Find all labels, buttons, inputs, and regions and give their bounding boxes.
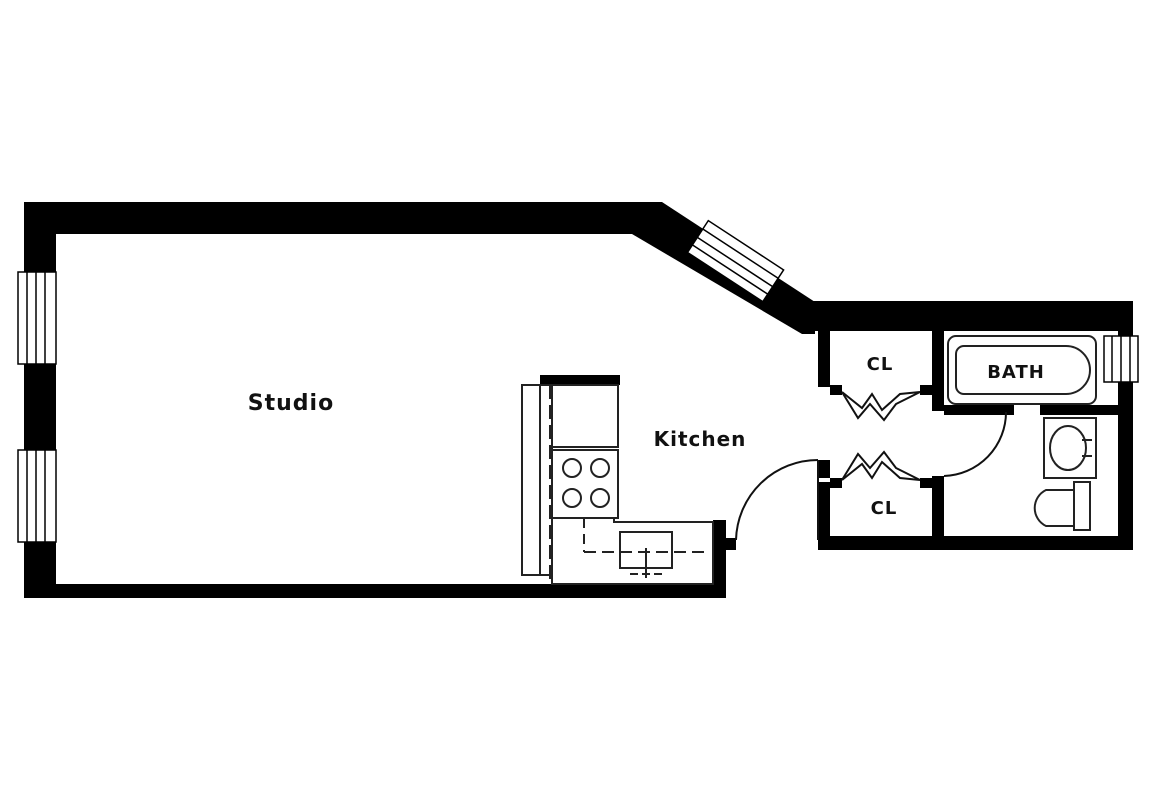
refrigerator: [551, 384, 619, 448]
burner-2: [590, 458, 610, 478]
door-closet-upper-bifold-2: [841, 391, 921, 422]
room-label-closet-lower: CL: [871, 498, 898, 519]
windows: [17, 219, 1139, 543]
kitchen-fixtures: [521, 384, 714, 585]
room-label-kitchen: Kitchen: [654, 427, 747, 451]
room-label-closet-upper: CL: [867, 354, 894, 375]
closet-lower-jamb-right: [920, 478, 934, 488]
door-entry-swing: [735, 459, 819, 541]
wall-hall-jamb: [818, 460, 830, 478]
closet-lower-jamb-left: [830, 478, 842, 488]
wall-top-left: [24, 202, 644, 234]
wall-bath-tub-bottom: [944, 405, 1014, 415]
door-bath-swing: [943, 411, 1007, 477]
bath-fixtures: [947, 335, 1097, 531]
closet-upper-jamb-right: [920, 385, 934, 395]
wall-bottom-right: [818, 536, 1133, 550]
wall-bath-tub-bottom-right: [1040, 405, 1118, 415]
wall-kitchen-top: [540, 375, 620, 385]
wall-kitchen-right: [713, 520, 726, 598]
wall-hall-lower: [818, 482, 830, 550]
bathtub-inner: [955, 345, 1091, 395]
wall-bottom-left: [24, 584, 726, 598]
room-labels: Studio Kitchen CL CL BATH: [248, 354, 1045, 519]
room-label-bath: BATH: [987, 362, 1045, 383]
door-closet-lower-bifold: [841, 460, 921, 481]
door-jamb-kitchen: [726, 538, 736, 550]
closet-upper-jamb-left: [830, 385, 842, 395]
toilet-bowl: [1033, 489, 1075, 527]
bath-vanity: [1043, 417, 1097, 479]
bathtub-outer: [947, 335, 1097, 405]
window-left-upper: [17, 271, 57, 365]
interior-walls: [540, 331, 1118, 538]
wall-closet-bath-upper: [932, 331, 944, 411]
burner-3: [562, 488, 582, 508]
window-bath: [1103, 335, 1139, 383]
burner-4: [590, 488, 610, 508]
burner-1: [562, 458, 582, 478]
wall-hall-upper: [818, 331, 830, 387]
window-left-lower: [17, 449, 57, 543]
doors: [735, 391, 1007, 541]
room-label-studio: Studio: [248, 391, 334, 416]
bath-sink: [1049, 425, 1087, 471]
counter-lower: [551, 518, 714, 585]
door-closet-upper-bifold: [841, 391, 921, 412]
wall-top-right: [802, 301, 1133, 331]
window-angled: [686, 219, 785, 303]
door-closet-lower-bifold-2: [841, 450, 921, 481]
wall-closet-bath-lower: [932, 476, 944, 538]
